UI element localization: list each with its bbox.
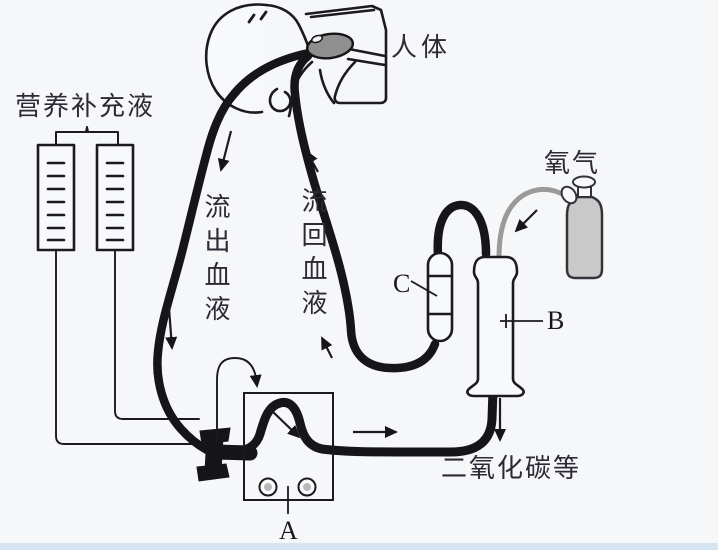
outflow-blood-label: 流出血液 bbox=[201, 193, 231, 329]
oxygen-tube bbox=[496, 186, 569, 261]
oxygen-flow-arrow bbox=[514, 209, 538, 233]
part-b-label: B bbox=[547, 306, 565, 335]
return-arrow-top bbox=[306, 150, 319, 173]
valve-handle bbox=[572, 175, 596, 189]
ear bbox=[268, 87, 292, 113]
chest-panel bbox=[304, 4, 388, 105]
pump-rollers bbox=[258, 477, 317, 497]
outflow-arrow-bottom bbox=[165, 307, 178, 350]
eyes bbox=[247, 10, 268, 24]
mouthpiece bbox=[305, 32, 355, 60]
label-line-c bbox=[410, 280, 438, 297]
nutrient-fluid-label: 营养补充液 bbox=[15, 91, 156, 121]
return-blood-tube bbox=[290, 51, 440, 373]
oxygen-tank-group bbox=[496, 175, 604, 280]
b-to-c-arch-tube bbox=[433, 200, 491, 260]
label-line-b bbox=[500, 314, 543, 328]
tank-valve bbox=[577, 186, 592, 198]
bottom-blue-strip bbox=[0, 543, 718, 550]
bottle-left bbox=[36, 143, 76, 252]
graduation-marks bbox=[46, 161, 125, 242]
nutrient-bottles bbox=[36, 126, 200, 445]
valve-outlet bbox=[560, 185, 578, 205]
oxygenator-b bbox=[466, 255, 543, 398]
part-a-label: A bbox=[279, 516, 298, 545]
person-figure bbox=[204, 3, 388, 118]
junction-to-pump-arc bbox=[216, 357, 262, 442]
bottle-hanger bbox=[55, 131, 119, 146]
bottle-right bbox=[95, 143, 135, 252]
oxygen-label: 氧气 bbox=[544, 148, 601, 178]
pump-tube bbox=[231, 385, 498, 457]
pump-a bbox=[231, 385, 498, 514]
part-c-label: C bbox=[393, 269, 411, 298]
nutrient-tubes bbox=[55, 249, 200, 445]
return-blood-label: 流回血液 bbox=[298, 187, 328, 323]
pump-flow-arrow bbox=[270, 409, 301, 439]
return-arrow-bottom bbox=[321, 336, 333, 359]
human-body-label: 人体 bbox=[391, 32, 452, 62]
outflow-arrow-top bbox=[217, 130, 233, 172]
carbon-dioxide-label: 二氧化碳等 bbox=[441, 453, 582, 483]
outflow-blood-tube bbox=[153, 47, 319, 455]
mask-strap bbox=[346, 47, 387, 67]
flow-arrows bbox=[165, 130, 398, 438]
bubble-trap-c bbox=[410, 251, 454, 343]
oxygen-tank bbox=[565, 195, 604, 280]
